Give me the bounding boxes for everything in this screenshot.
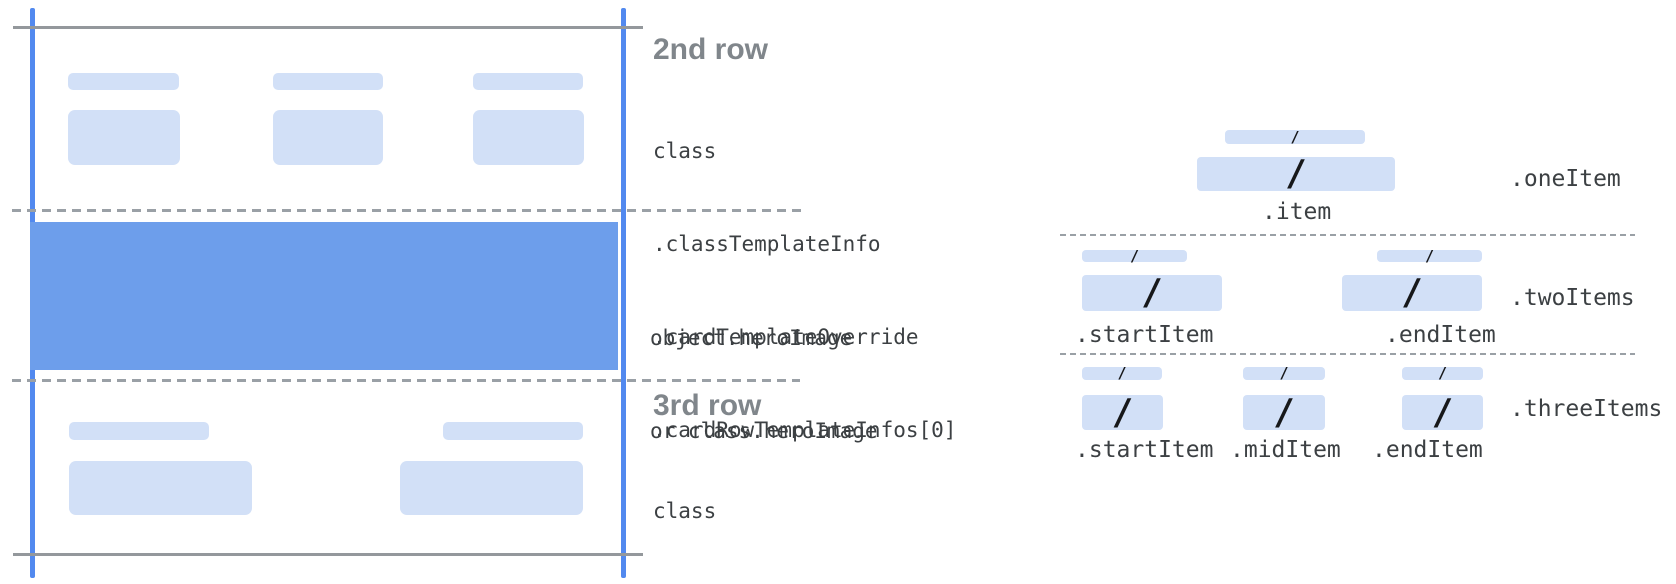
row2-path-line-2: .classTemplateInfo <box>653 232 881 256</box>
dashed-separator-right-1 <box>1060 234 1635 236</box>
row2-path-line-4: .cardRowTemplateInfos[0] <box>653 418 957 442</box>
slash-placeholder-icon: / <box>1129 246 1140 265</box>
card-top-frame-line <box>13 26 643 29</box>
three-items-mid-label-chip: / <box>1243 364 1325 382</box>
slash-placeholder-icon: / <box>1401 272 1423 313</box>
hero-annotation-line-1: object.heroImage <box>650 326 853 350</box>
slash-placeholder-icon: / <box>1424 246 1435 265</box>
one-item-label: .item <box>1262 199 1332 225</box>
slash-placeholder-icon: / <box>1111 391 1134 433</box>
row2-col3-field-chip <box>473 110 584 165</box>
slash-placeholder-icon: / <box>1290 127 1300 146</box>
two-items-start-label: .startItem <box>1075 322 1214 348</box>
dashed-separator-right-2 <box>1060 353 1635 355</box>
one-item-label-chip: / <box>1225 127 1365 146</box>
three-items-mid-label: .midItem <box>1230 437 1341 463</box>
three-items-end-field-chip: / <box>1402 391 1483 433</box>
two-items-end-field-chip: / <box>1342 275 1482 311</box>
slash-placeholder-icon: / <box>1279 364 1289 382</box>
hero-annotation-line-2: or class.heroImage <box>650 419 878 443</box>
slash-placeholder-icon: / <box>1285 153 1307 194</box>
card-bottom-frame-line <box>13 553 643 556</box>
two-items-row-label: .twoItems <box>1510 285 1635 311</box>
row2-col3-label-chip <box>473 73 583 90</box>
slash-placeholder-icon: / <box>1273 391 1295 433</box>
row2-col2-label-chip <box>273 73 383 90</box>
two-items-start-field-chip: / <box>1082 275 1222 311</box>
three-items-end-label: .endItem <box>1372 437 1483 463</box>
slash-placeholder-icon: / <box>1431 391 1454 433</box>
row3-left-label-chip <box>69 422 209 440</box>
three-items-end-label-chip: / <box>1402 364 1483 382</box>
row2-col1-label-chip <box>68 73 179 90</box>
row3-right-field-chip <box>400 461 583 515</box>
hero-image-band <box>30 222 618 370</box>
three-items-start-label-chip: / <box>1082 364 1162 382</box>
three-items-start-label: .startItem <box>1075 437 1214 463</box>
three-items-mid-field-chip: / <box>1243 391 1325 433</box>
slash-placeholder-icon: / <box>1141 272 1163 313</box>
row2-path-line-1: class <box>653 139 717 163</box>
two-items-end-label: .endItem <box>1385 322 1496 348</box>
row3-path-line-1: class <box>653 499 717 523</box>
one-item-row-label: .oneItem <box>1510 166 1621 192</box>
slash-placeholder-icon: / <box>1117 364 1127 382</box>
dashed-separator-hero-bottom <box>12 379 800 382</box>
three-items-row-label: .threeItems <box>1510 396 1663 422</box>
two-items-end-label-chip: / <box>1377 246 1482 265</box>
two-items-start-label-chip: / <box>1082 246 1187 265</box>
slash-placeholder-icon: / <box>1437 364 1448 382</box>
row2-col2-field-chip <box>273 110 383 165</box>
row2-col1-field-chip <box>68 110 180 165</box>
row2-class-path: class .classTemplateInfo .cardTemplateOv… <box>653 74 956 508</box>
row2-path-line-3: .cardTemplateOverride <box>653 325 919 349</box>
row3-heading: 3rd row <box>653 389 762 422</box>
hero-image-annotation: object.heroImage or class.heroImage <box>650 261 878 509</box>
row3-left-field-chip <box>69 461 252 515</box>
one-item-field-chip: / <box>1197 153 1395 194</box>
dashed-separator-hero-top <box>12 209 803 212</box>
row2-heading: 2nd row <box>653 33 769 66</box>
row3-right-label-chip <box>443 422 583 440</box>
card-right-guide-line <box>621 8 626 578</box>
three-items-start-field-chip: / <box>1082 391 1163 433</box>
row3-class-path: class .classTemplateInfo .cardTemplateOv… <box>653 434 956 584</box>
